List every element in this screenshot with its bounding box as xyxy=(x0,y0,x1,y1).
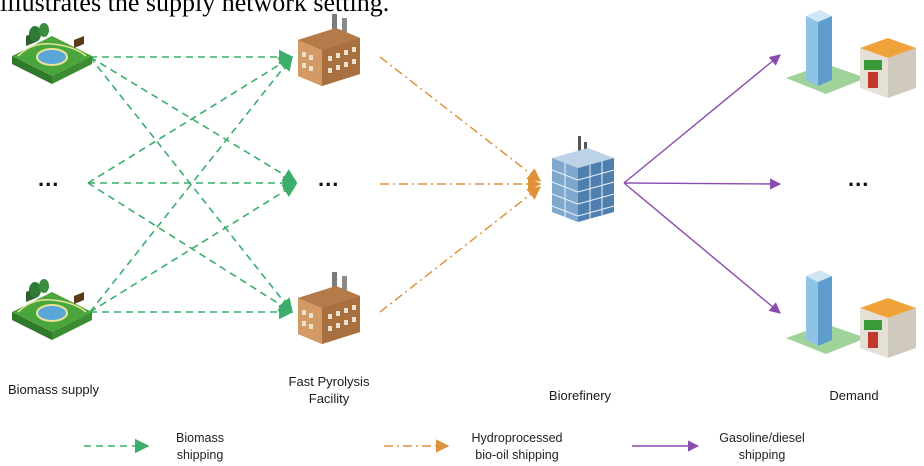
biomass-supply-label: Biomass supply xyxy=(8,382,100,397)
factory-icon-top xyxy=(298,14,360,86)
legend-bio-oil-line2: bio-oil shipping xyxy=(475,448,559,462)
bio-oil-shipping-edges xyxy=(379,56,542,313)
demand-ellipsis: ... xyxy=(848,166,870,191)
biomass-farm-icon-top xyxy=(12,23,92,84)
edge-b3-f2 xyxy=(89,183,298,313)
legend-bio-oil-line1: Hydroprocessed xyxy=(471,431,563,445)
legend-fuel-text: Gasoline/diesel shipping xyxy=(702,430,822,464)
edge-b3-f1 xyxy=(89,55,293,313)
biomass-farm-icon-bottom xyxy=(12,279,92,340)
facility-ellipsis: ... xyxy=(318,166,340,191)
edge-b2-f1 xyxy=(87,56,294,184)
biorefinery-label: Biorefinery xyxy=(548,388,612,403)
edge-bio-d1 xyxy=(623,54,781,184)
legend-fuel-line1: Gasoline/diesel xyxy=(719,431,805,445)
fast-pyrolysis-label-line1: Fast Pyrolysis xyxy=(288,374,370,389)
factory-icon-bottom xyxy=(298,272,360,344)
demand-label: Demand xyxy=(829,388,879,403)
demand-icon-bottom xyxy=(786,270,916,358)
fast-pyrolysis-label: Fast Pyrolysis Facility xyxy=(264,373,394,407)
edge-bio-d3 xyxy=(623,182,781,314)
caption-text: illustrates the supply network setting. xyxy=(0,0,390,17)
edge-f1-bio xyxy=(379,56,542,182)
legend-fuel-line2: shipping xyxy=(738,448,786,462)
biomass-ellipsis: ... xyxy=(38,166,60,191)
edge-b1-f2 xyxy=(89,56,298,183)
figure-caption: illustrates the supply network setting. xyxy=(0,0,389,18)
fast-pyrolysis-label-line2: Facility xyxy=(308,391,350,406)
edge-bio-d2 xyxy=(623,178,782,190)
edge-f3-bio xyxy=(379,186,542,313)
legend-biomass-line2: shipping xyxy=(176,448,224,462)
demand-icon-top xyxy=(786,10,916,98)
legend-biomass-line1: Biomass xyxy=(176,431,224,445)
legend-biomass-text: Biomass shipping xyxy=(150,430,250,464)
legend-bio-oil-text: Hydroprocessed bio-oil shipping xyxy=(452,430,582,464)
edge-b2-f3 xyxy=(87,182,294,313)
biomass-shipping-edges xyxy=(87,49,298,320)
fuel-shipping-edges xyxy=(623,54,782,314)
biorefinery-building-icon xyxy=(551,136,615,222)
